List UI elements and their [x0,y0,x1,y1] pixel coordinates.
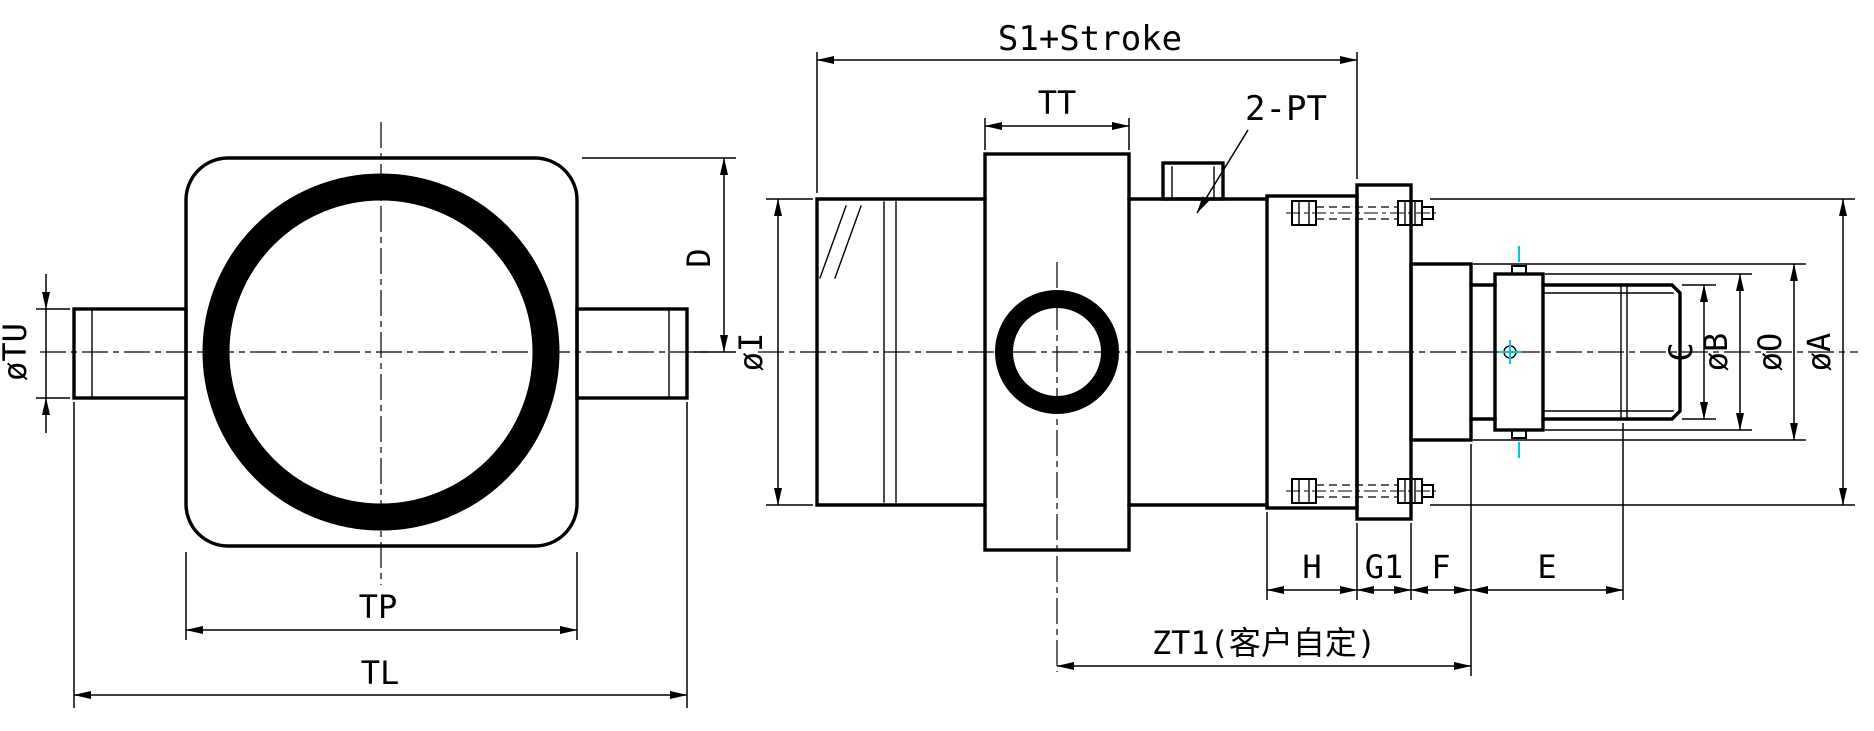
cad-center-marks [1498,246,1522,458]
gland-outline [1409,262,1473,442]
end-view: øTU D TP TL [0,122,736,708]
dim-d: D [582,157,736,353]
leader-line [1196,129,1249,214]
dim-tt: TT [984,84,1130,150]
end-view-geometry [40,122,712,585]
trunnion-pin-left [72,307,188,400]
dim-label-tl: TL [361,654,400,692]
tie-bolt-bottom [1286,478,1436,504]
dim-label-a: øA [1800,333,1838,372]
rod-outline [1469,283,1682,421]
dim-label-f: F [1431,548,1450,586]
tie-bolt-top [1286,200,1436,226]
dim-chain-bottom: H G1 F E [1266,423,1624,676]
dim-label-b: øB [1697,333,1735,372]
dim-label-h: H [1302,548,1321,586]
dim-label-2pt: 2-PT [1245,89,1327,129]
dim-tu: øTU [0,274,70,433]
dim-tl: TL [73,402,688,708]
rear-tube-outline [815,197,987,507]
rod-gland [1409,262,1473,442]
port-boss [1161,161,1225,201]
dim-a: øA [1430,198,1855,506]
barrel-rear [815,197,987,507]
dim-label-c: C [1662,342,1700,361]
dim-label-s1-stroke: S1+Stroke [998,19,1182,59]
trunnion-block [983,152,1131,672]
dim-b: øB [1545,273,1752,431]
dim-o: øO [1473,263,1806,441]
port-boss-outline [1161,161,1225,201]
piston-rod [1469,283,1682,421]
side-view: S1+Stroke TT 2-PT øI C [732,19,1858,676]
dim-label-o: øO [1751,333,1789,372]
dim-zt1: ZT1(客户自定) [1056,624,1472,670]
dim-label-i: øI [732,333,770,372]
dim-label-tu: øTU [0,323,34,381]
dim-c: C [1662,284,1716,420]
dim-label-g1: G1 [1365,548,1404,586]
dim-label-d: D [680,248,718,267]
trunnion-pin-right [575,307,689,400]
dim-i: øI [732,198,813,506]
rod-end-flange [1493,246,1545,458]
dim-tp: TP [185,552,578,640]
port-callout: 2-PT [1196,89,1327,214]
dim-label-e: E [1537,548,1556,586]
dim-label-tt: TT [1038,84,1077,122]
dim-s1-stroke: S1+Stroke [816,19,1358,193]
dim-label-zt1: ZT1(客户自定) [1152,624,1376,662]
dim-label-tp: TP [359,588,398,626]
